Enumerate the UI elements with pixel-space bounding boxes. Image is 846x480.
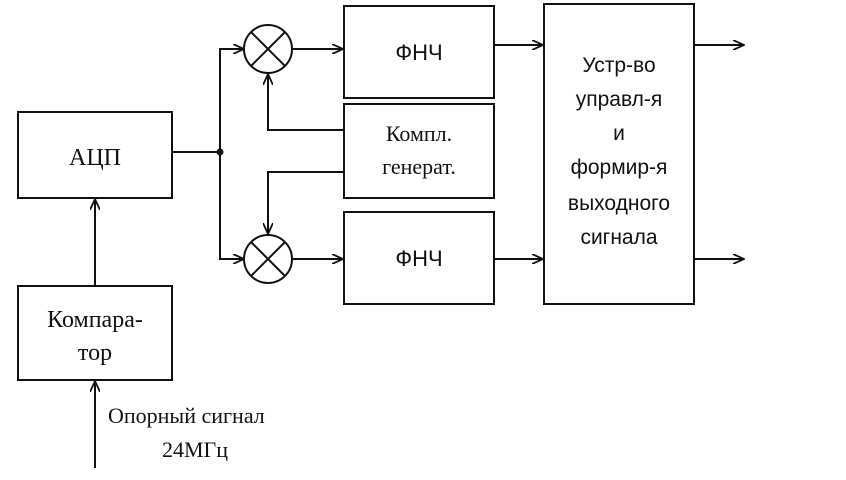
comparator-label-line-2: тор (78, 340, 112, 366)
complex-generator-label-line-2: генерат. (382, 154, 456, 179)
lpf-top-block (343, 5, 495, 99)
comparator-label-line-1: Компара- (47, 307, 143, 333)
control-unit-label-line-6: сигнала (580, 226, 657, 249)
control-unit-label-line-2: управл-я (576, 88, 663, 111)
comparator-block (17, 285, 173, 381)
adc-label: АЦП (69, 145, 121, 171)
control-unit-label-line-5: выходного (568, 192, 670, 215)
control-unit-label-line-4: формир-я (571, 156, 668, 179)
lpf-top-label: ФНЧ (395, 40, 442, 65)
mixer-top-icon (243, 24, 293, 74)
control-unit-label-line-3: и (613, 122, 625, 145)
control-unit-block (543, 3, 695, 305)
wire-generator-to-mixer-top (268, 74, 344, 131)
input-label-line-1: Опорный сигнал (108, 403, 265, 428)
adc-block (17, 111, 173, 199)
control-unit-label-line-1: Устр-во (582, 54, 655, 77)
complex-generator-block (343, 103, 495, 199)
wire-generator-to-mixer-bottom (268, 171, 344, 234)
wire-to-mixer-bottom (219, 152, 244, 259)
complex-generator-label-line-1: Компл. (386, 121, 452, 146)
mixer-bottom-icon (243, 234, 293, 284)
input-label-line-2: 24МГц (162, 437, 228, 462)
lpf-bottom-label: ФНЧ (395, 246, 442, 271)
wire-to-mixer-top (219, 49, 244, 152)
